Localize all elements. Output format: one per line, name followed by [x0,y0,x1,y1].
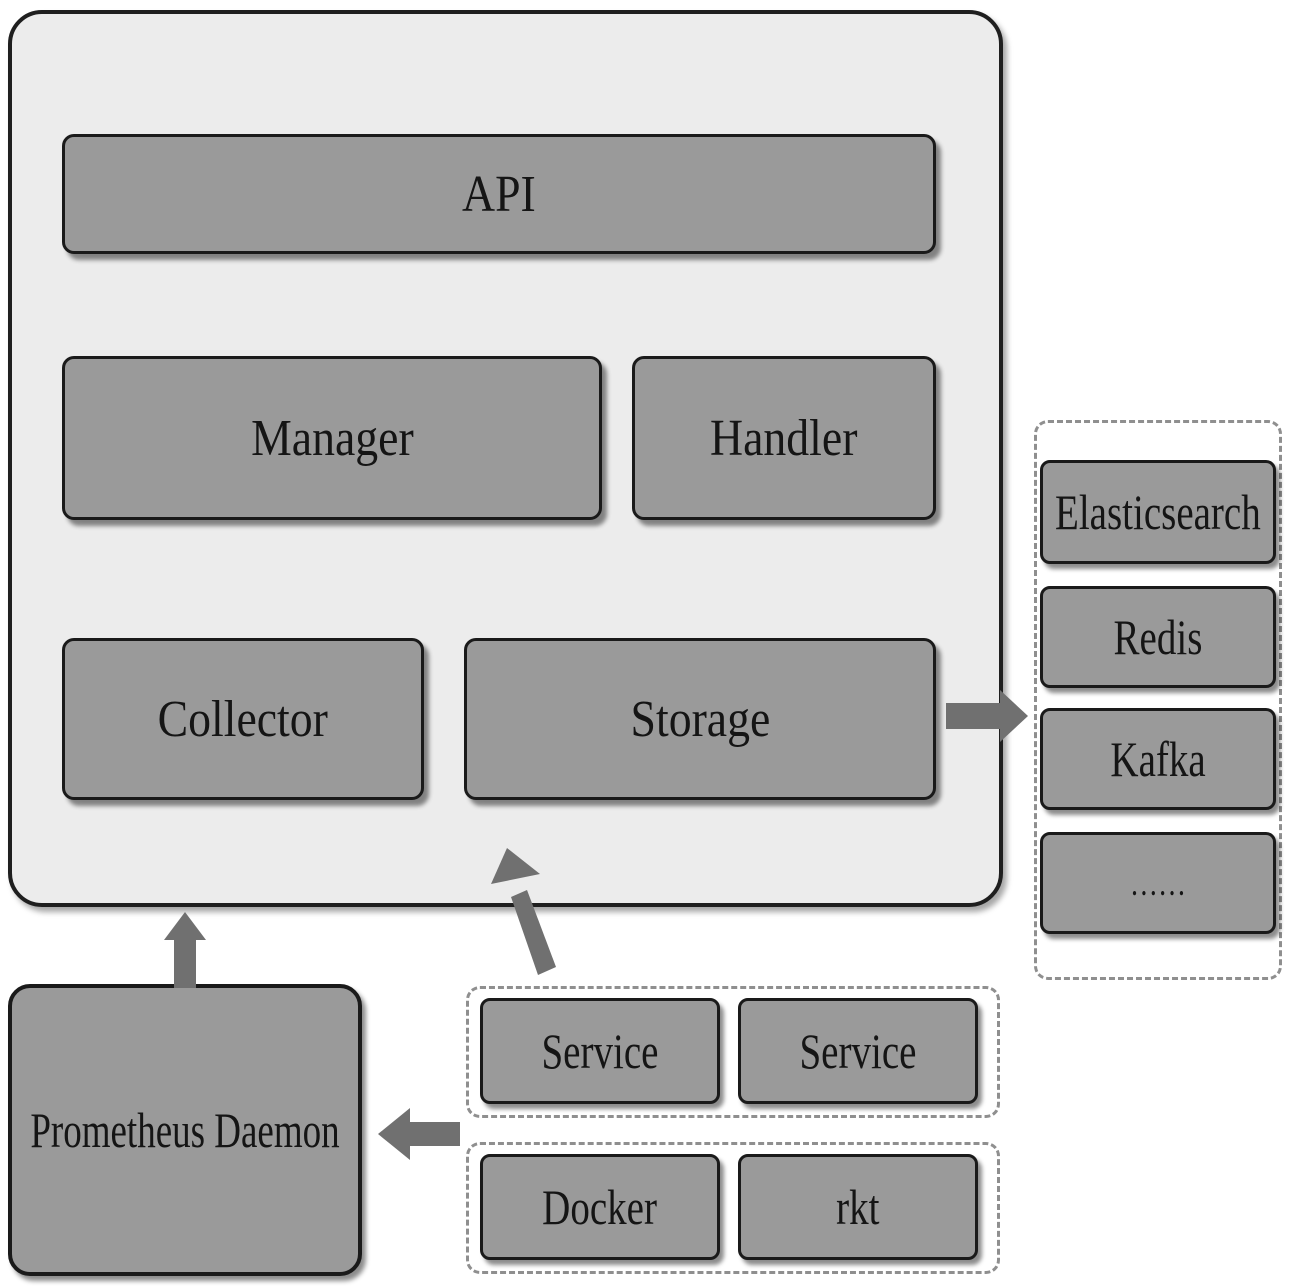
arrow-sources-to-daemon [378,1108,460,1160]
more-backends-block: …… [1040,832,1276,934]
prometheus-daemon-label: Prometheus Daemon [30,1102,340,1158]
api-label: API [462,165,536,223]
rkt-block: rkt [738,1154,978,1260]
storage-backends-group [1034,420,1282,980]
service-block-2: Service [738,998,978,1104]
handler-label: Handler [710,409,858,467]
kafka-label: Kafka [1110,731,1206,787]
service-label-2: Service [799,1023,917,1079]
prometheus-daemon-block: Prometheus Daemon [8,984,362,1276]
arrow-daemon-to-collector [164,912,206,988]
collector-label: Collector [157,690,329,748]
elasticsearch-block: Elasticsearch [1040,460,1276,564]
kafka-block: Kafka [1040,708,1276,810]
handler-block: Handler [632,356,936,520]
service-block-1: Service [480,998,720,1104]
services-group [466,986,1000,1118]
redis-block: Redis [1040,586,1276,688]
redis-label: Redis [1113,609,1203,665]
docker-block: Docker [480,1154,720,1260]
elasticsearch-label: Elasticsearch [1055,484,1261,540]
more-backends-label: …… [1129,863,1187,903]
manager-label: Manager [250,409,414,467]
arrow-services-to-storage [491,848,556,975]
api-block: API [62,134,936,254]
storage-label: Storage [630,690,770,748]
service-label-1: Service [541,1023,659,1079]
storage-block: Storage [464,638,936,800]
collector-block: Collector [62,638,424,800]
rkt-label: rkt [836,1179,880,1235]
arrow-storage-to-backends [946,690,1028,742]
docker-label: Docker [542,1179,658,1235]
manager-block: Manager [62,356,602,520]
runtimes-group [466,1142,1000,1274]
